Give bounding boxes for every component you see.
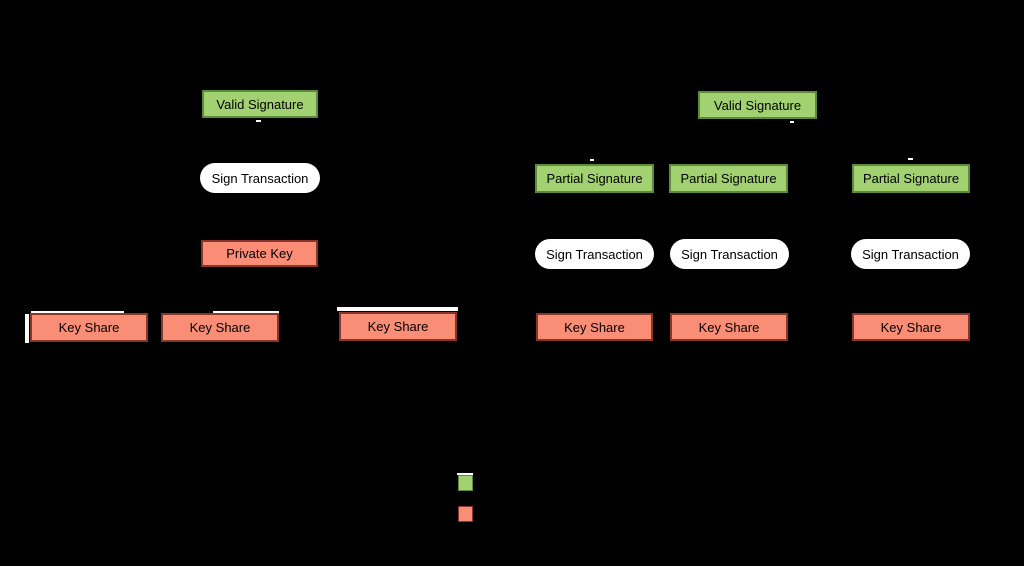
white-artifact-speck-4 (908, 158, 913, 160)
white-artifact-keyshare3-bar (337, 307, 458, 311)
right-partial-signature-box-1: Partial Signature (535, 164, 654, 193)
left-sign-transaction-ellipse: Sign Transaction (200, 163, 320, 193)
right-valid-signature-box: Valid Signature (698, 91, 817, 119)
white-artifact-keyshare2-top (213, 311, 279, 313)
white-artifact-speck-1 (256, 120, 261, 122)
right-partial-signature-box-2: Partial Signature (669, 164, 788, 193)
right-key-share-box-2: Key Share (670, 313, 788, 341)
white-artifact-keyshare1-left (25, 314, 29, 343)
right-partial-signature-box-3: Partial Signature (852, 164, 970, 193)
right-sign-transaction-ellipse-1: Sign Transaction (535, 239, 654, 269)
left-private-key-box: Private Key (201, 240, 318, 267)
left-key-share-box-1: Key Share (30, 313, 148, 342)
white-artifact-legend-top (457, 473, 473, 475)
legend-salmon-swatch (458, 506, 473, 522)
left-key-share-box-3: Key Share (339, 312, 457, 341)
left-valid-signature-box: Valid Signature (202, 90, 318, 118)
right-key-share-box-3: Key Share (852, 313, 970, 341)
white-artifact-speck-3 (590, 159, 594, 161)
left-key-share-box-2: Key Share (161, 313, 279, 342)
legend-green-swatch (458, 475, 473, 491)
white-artifact-speck-2 (790, 121, 794, 123)
right-key-share-box-1: Key Share (536, 313, 653, 341)
right-sign-transaction-ellipse-2: Sign Transaction (670, 239, 789, 269)
right-sign-transaction-ellipse-3: Sign Transaction (851, 239, 970, 269)
white-artifact-keyshare1-top (31, 311, 124, 313)
